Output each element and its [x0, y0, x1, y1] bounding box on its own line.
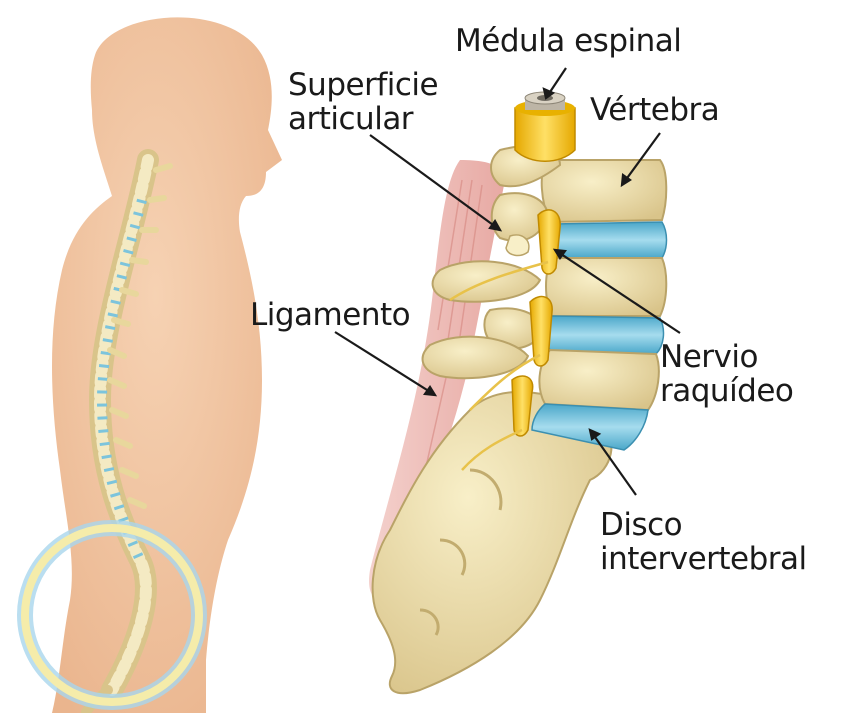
- body-silhouette: [52, 17, 282, 713]
- label-spinal-nerve-line1: Nervio: [660, 340, 793, 374]
- label-spinal-cord: Médula espinal: [455, 24, 681, 58]
- label-articular-surface-line2: articular: [288, 102, 438, 136]
- label-ligament: Ligamento: [250, 298, 410, 332]
- label-articular-surface-line1: Superficie: [288, 68, 438, 102]
- label-vertebra: Vértebra: [590, 93, 719, 127]
- label-vertebra-text: Vértebra: [590, 93, 719, 127]
- label-spinal-nerve-line2: raquídeo: [660, 374, 793, 408]
- label-spinal-nerve: Nervio raquídeo: [660, 340, 793, 408]
- label-intervertebral-disc-line1: Disco: [600, 508, 807, 542]
- label-intervertebral-disc: Disco intervertebral: [600, 508, 807, 576]
- label-ligament-text: Ligamento: [250, 298, 410, 332]
- spinal-cord: [515, 92, 575, 161]
- label-articular-surface: Superficie articular: [288, 68, 438, 136]
- label-intervertebral-disc-line2: intervertebral: [600, 542, 807, 576]
- label-spinal-cord-text: Médula espinal: [455, 24, 681, 58]
